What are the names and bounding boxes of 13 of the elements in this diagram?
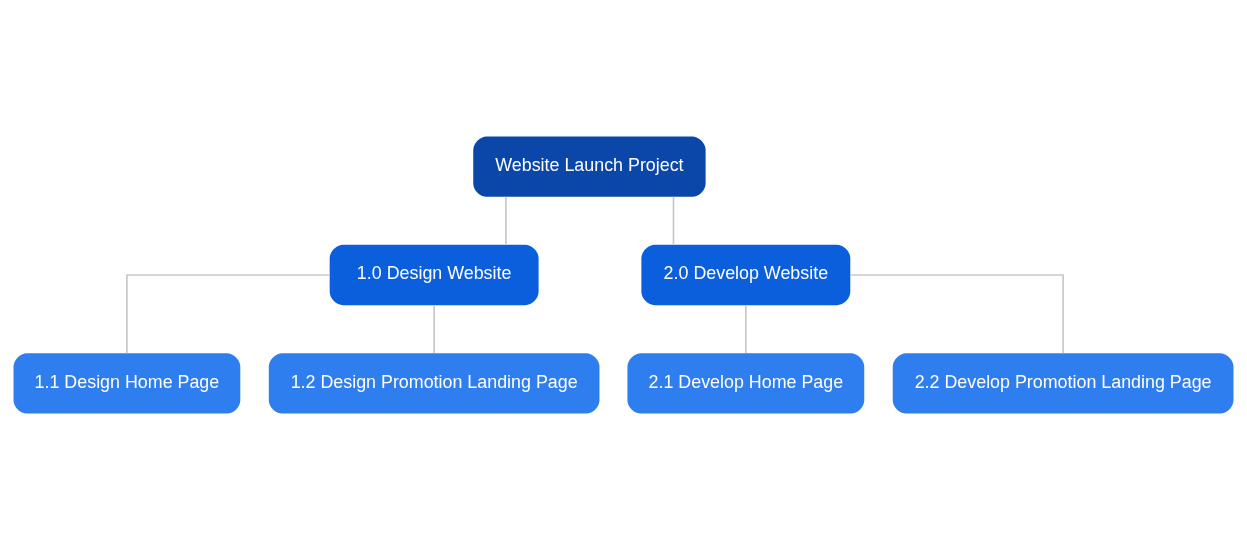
node-box: 1.1 Design Home Page [13,353,241,414]
node-box: 2.2 Develop Promotion Landing Page [892,353,1234,414]
node-box: 1.0 Design Website [329,244,539,306]
node-box: 2.1 Develop Home Page [627,353,865,414]
connector [126,274,331,354]
node-box: 2.0 Develop Website [641,244,851,306]
connector [433,304,435,354]
connector [505,196,507,246]
node-box: 1.2 Design Promotion Landing Page [268,353,600,414]
connector [745,304,747,354]
connector [849,274,1064,354]
connector [672,196,675,246]
node-box: Website Launch Project [473,136,706,197]
